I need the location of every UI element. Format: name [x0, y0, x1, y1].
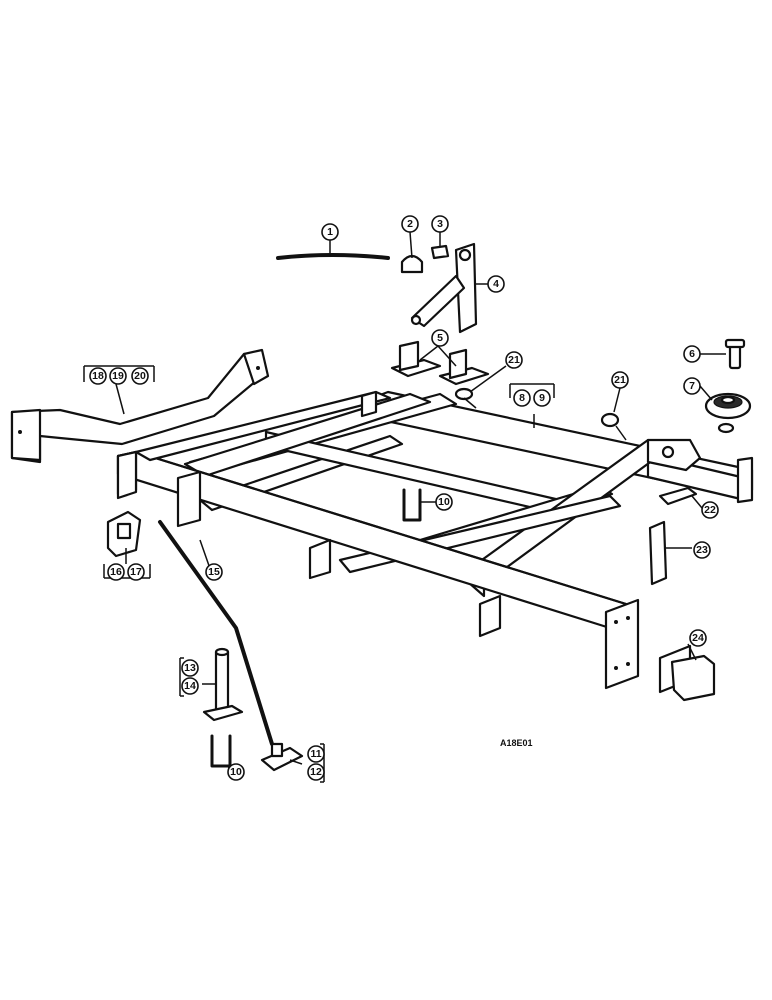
part-18-20-curved-bar [10, 348, 270, 464]
svg-text:8: 8 [519, 392, 525, 404]
svg-text:22: 22 [704, 504, 716, 516]
callout-21-a: 21 [505, 351, 523, 369]
svg-text:14: 14 [184, 680, 196, 692]
callout-3: 3 [431, 215, 449, 233]
svg-text:18: 18 [92, 370, 104, 382]
part-5-brackets [390, 340, 490, 386]
part-10-ubolt-b [210, 734, 232, 768]
callout-9: 9 [533, 389, 551, 407]
svg-text:17: 17 [130, 566, 142, 578]
part-10-ubolt-a [402, 488, 422, 522]
svg-text:11: 11 [310, 748, 321, 760]
svg-text:19: 19 [112, 370, 124, 382]
figure-code: A18E01 [500, 738, 533, 748]
part-1-rod [276, 253, 390, 260]
callout-22: 22 [701, 501, 719, 519]
svg-text:7: 7 [689, 380, 695, 392]
svg-text:24: 24 [692, 632, 704, 644]
part-7-pulley [704, 392, 752, 434]
callout-21-b: 21 [611, 371, 629, 389]
part-3-block [430, 244, 450, 260]
callout-23: 23 [693, 541, 711, 559]
callout-7: 7 [683, 377, 701, 395]
svg-text:21: 21 [508, 354, 520, 366]
callout-14: 14 [181, 677, 199, 695]
svg-text:4: 4 [493, 278, 499, 290]
part-2-clip [400, 254, 424, 274]
svg-text:23: 23 [696, 544, 708, 556]
svg-text:20: 20 [134, 370, 146, 382]
callout-4: 4 [487, 275, 505, 293]
part-22-plate [658, 486, 698, 506]
svg-text:10: 10 [438, 496, 450, 508]
callout-18: 18 [89, 367, 107, 385]
svg-text:9: 9 [539, 392, 545, 404]
svg-text:13: 13 [184, 662, 196, 674]
callout-10-a: 10 [435, 493, 453, 511]
callout-2: 2 [401, 215, 419, 233]
leader-lines [115, 231, 726, 779]
callout-19: 19 [109, 367, 127, 385]
part-6-bolt [724, 338, 746, 370]
svg-text:15: 15 [208, 566, 220, 578]
part-15-rod [158, 520, 274, 746]
callout-13: 13 [181, 659, 199, 677]
callout-5: 5 [431, 329, 449, 347]
callout-24: 24 [689, 629, 707, 647]
part-23-clip [648, 520, 668, 586]
callout-12: 12 [307, 763, 325, 781]
svg-text:6: 6 [689, 348, 695, 360]
svg-text:12: 12 [310, 766, 322, 778]
part-4-arm [410, 242, 478, 334]
callout-11: 11 [307, 745, 325, 763]
svg-text:10: 10 [230, 766, 242, 778]
callout-15: 15 [205, 563, 223, 581]
part-16-17-plate [106, 510, 142, 558]
callout-17: 17 [127, 563, 145, 581]
svg-text:3: 3 [437, 218, 443, 230]
callout-8: 8 [513, 389, 531, 407]
part-13-14-stand [202, 647, 244, 722]
callout-1: 1 [321, 223, 339, 241]
part-21-spring-a [454, 387, 477, 409]
callout-6: 6 [683, 345, 701, 363]
svg-text:16: 16 [110, 566, 122, 578]
svg-text:1: 1 [327, 226, 333, 238]
main-frame [116, 390, 754, 690]
callout-10-b: 10 [227, 763, 245, 781]
callout-20: 20 [131, 367, 149, 385]
part-21-spring-b [600, 412, 627, 441]
callout-16: 16 [107, 563, 125, 581]
part-11-12-plate [260, 742, 304, 772]
svg-text:5: 5 [437, 332, 443, 344]
part-24-box [658, 644, 716, 702]
group-boxes [83, 365, 555, 783]
svg-text:2: 2 [407, 218, 413, 230]
svg-text:21: 21 [614, 374, 626, 386]
